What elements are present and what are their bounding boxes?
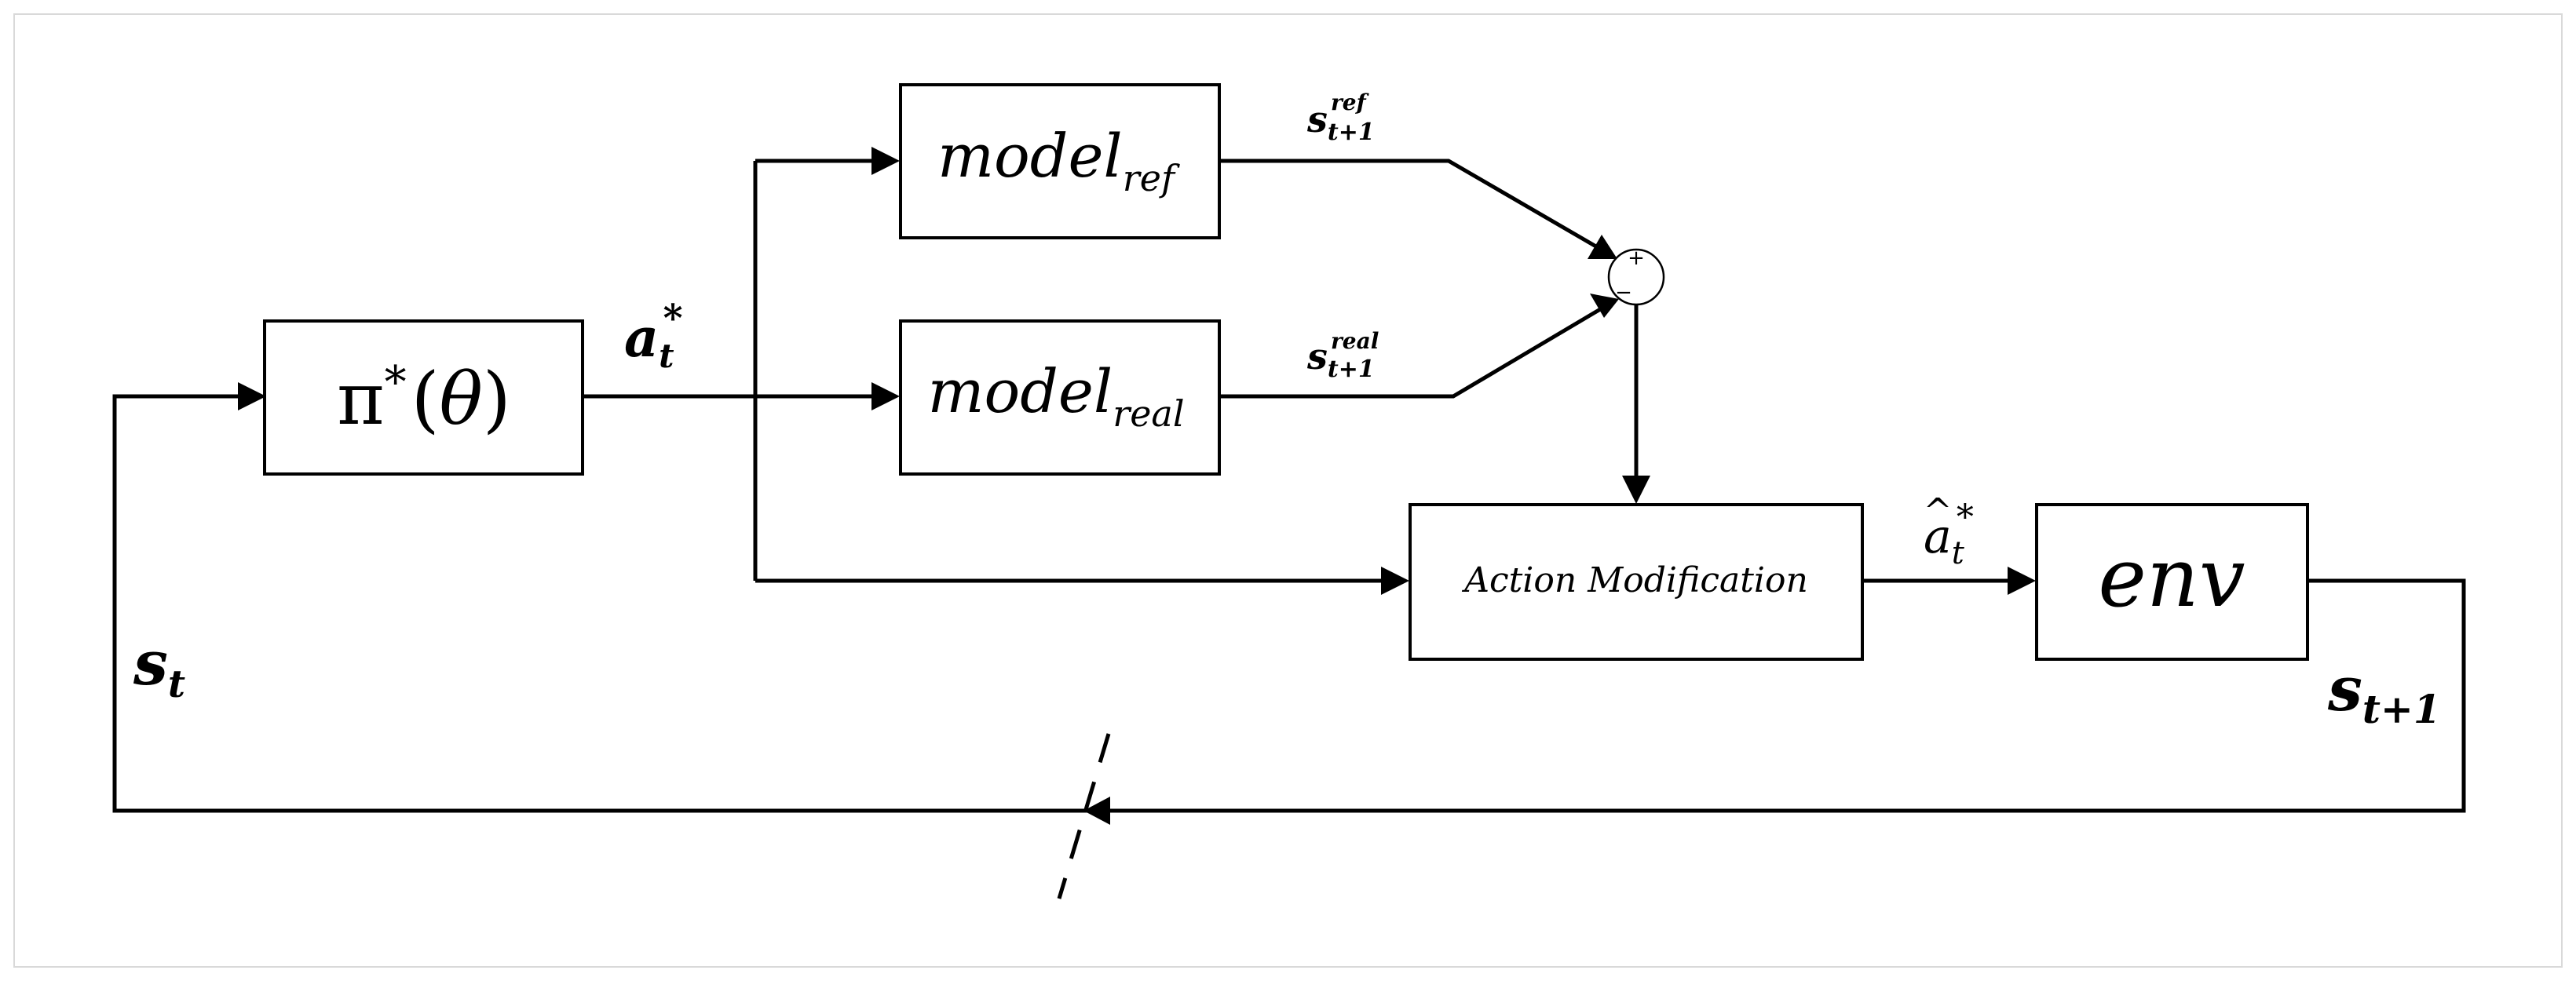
action-modification-label: Action Modification [1461, 560, 1808, 600]
label-s-t: st [133, 628, 185, 706]
sum-plus-sign: + [1628, 246, 1645, 270]
label-a-hat-caret: ^ [1924, 491, 1953, 531]
label-a-hat-t-star: at* [1924, 498, 1974, 571]
label-a-t-star: at* [624, 297, 683, 375]
arrowhead-env [2008, 567, 2036, 595]
arrowhead-ref-sum [1588, 235, 1617, 259]
arrowhead-model-real [871, 382, 900, 410]
model-real-label: modelreal [927, 356, 1184, 435]
label-s-t-plus-1: st+1 [2327, 654, 2441, 732]
figure-frame [13, 13, 2563, 968]
wire-ref-to-sum [1219, 159, 1602, 251]
sum-minus-sign: − [1615, 281, 1632, 305]
delay-slash [1057, 733, 1111, 899]
label-s-ref: st+1 [1306, 98, 1375, 146]
env-block [2035, 503, 2309, 661]
arrowhead-real-sum [1590, 294, 1619, 318]
action-modification-block [1409, 503, 1864, 661]
label-s-real-sup: real [1331, 328, 1379, 354]
label-s-ref-sup: ref [1331, 89, 1370, 115]
wire-feedback-right [1082, 578, 2466, 813]
model-ref-block [899, 83, 1221, 239]
wire-real-to-sum [1219, 306, 1603, 399]
model-real-block [899, 319, 1221, 476]
sum-junction [1607, 248, 1665, 306]
arrowhead-action-mod [1381, 567, 1409, 595]
arrowhead-policy-in [238, 382, 266, 410]
arrowhead-sum-down [1622, 476, 1650, 504]
arrowhead-model-ref [871, 147, 900, 175]
policy-block [263, 319, 584, 476]
arrowhead-feedback [1083, 797, 1110, 825]
policy-label: π*(θ) [337, 357, 511, 441]
wire-feedback-left [112, 394, 1083, 813]
env-label: env [2098, 530, 2245, 625]
model-ref-label: modelref [937, 121, 1180, 199]
label-s-real: st+1 [1306, 335, 1375, 383]
